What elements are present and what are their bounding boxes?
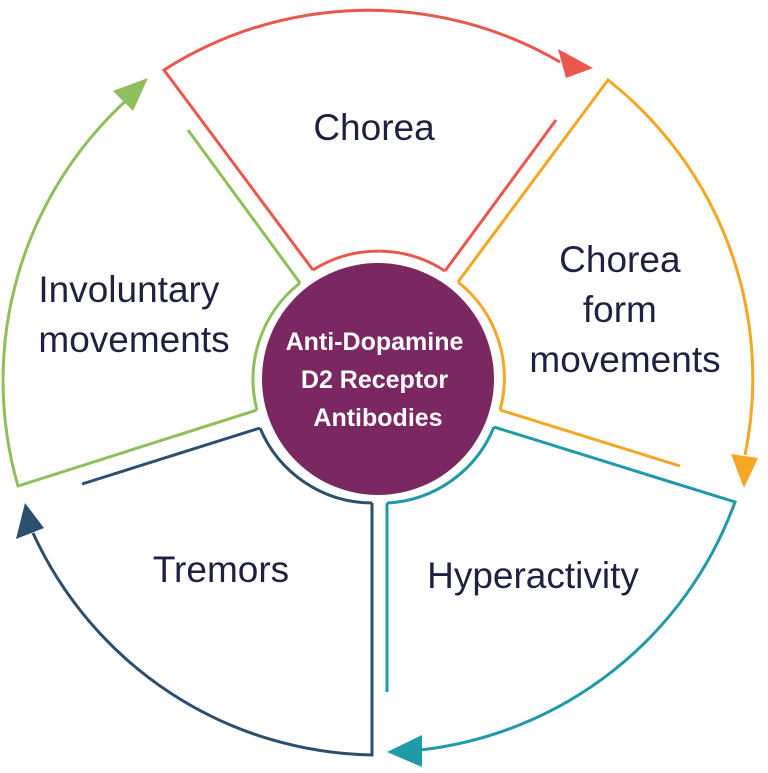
hyperactivity-arrow-icon	[387, 735, 422, 767]
segment-chorea-form: Chorea form movements	[456, 77, 758, 488]
chorea-arrow-icon	[558, 49, 593, 78]
involuntary-arrow-icon	[113, 78, 148, 111]
chorea-form-arrow-icon	[731, 454, 758, 488]
segment-label-hyperactivity: Hyperactivity	[427, 555, 639, 596]
segment-hyperactivity: Hyperactivity	[385, 425, 737, 767]
segment-tremors: Tremors	[16, 426, 374, 757]
involuntary-inner-line	[186, 129, 302, 284]
chorea-form-outline	[456, 77, 755, 456]
tremors-inner-line	[81, 426, 261, 486]
segment-label-chorea: Chorea	[313, 107, 435, 148]
segment-involuntary: Involuntary movements	[1, 78, 302, 488]
chorea-center-arc	[312, 249, 446, 273]
segment-chorea: Chorea	[161, 8, 593, 273]
center-hub: Anti-Dopamine D2 Receptor Antibodies	[262, 263, 494, 495]
tremors-outline	[31, 503, 374, 757]
involuntary-center-arc	[251, 281, 301, 411]
hyperactivity-center-arc	[386, 426, 496, 505]
center-label: Anti-Dopamine D2 Receptor Antibodies	[286, 328, 471, 432]
tremors-arrow-icon	[16, 503, 44, 539]
involuntary-outline	[1, 95, 258, 488]
chorea-outline	[161, 8, 561, 271]
tremors-center-arc	[258, 427, 373, 505]
chorea-form-center-arc	[457, 280, 506, 411]
segment-label-tremors: Tremors	[153, 549, 289, 590]
segment-label-involuntary: Involuntary movements	[38, 269, 229, 360]
hyperactivity-outline	[419, 425, 737, 752]
segment-label-chorea-form: Chorea form movements	[529, 239, 720, 380]
chorea-form-inner-line	[499, 408, 681, 468]
center-circle	[262, 263, 494, 495]
chorea-inner-line	[443, 119, 558, 272]
